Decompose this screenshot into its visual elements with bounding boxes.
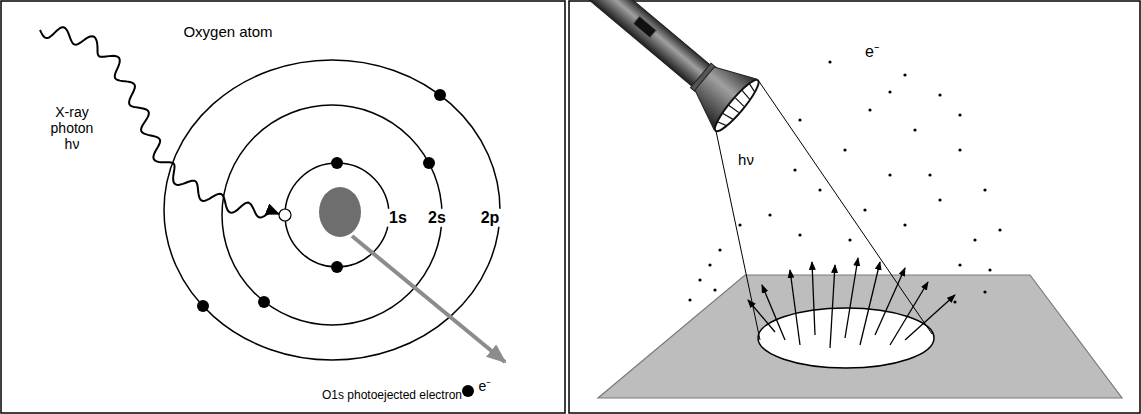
- nucleus: [319, 187, 361, 237]
- flashlight-body: [581, 0, 714, 89]
- electron-speck: [863, 208, 866, 211]
- electron-speck: [688, 298, 691, 301]
- photon-label: X-ray photon hν: [43, 104, 101, 152]
- electron-speck: [903, 223, 906, 226]
- electron-hole: [279, 209, 291, 221]
- electron-dot: [258, 296, 270, 308]
- electron-dot: [331, 261, 343, 273]
- electron-speck: [848, 238, 851, 241]
- shell-label: 2s: [426, 209, 448, 227]
- electron-speck: [958, 263, 961, 266]
- emission-arrow: [845, 258, 858, 338]
- electron-speck: [818, 188, 821, 191]
- photon-wave: [40, 27, 279, 217]
- sample-surface: [598, 275, 1122, 398]
- electron-speck: [713, 288, 716, 291]
- electron-speck: [768, 213, 771, 216]
- flashlight-switch: [633, 16, 656, 38]
- electron-speck: [793, 168, 796, 171]
- emission-arrow: [875, 268, 905, 335]
- shell-label: 1s: [387, 209, 409, 227]
- electron-dot: [462, 385, 474, 397]
- ejection-arrow: [352, 236, 505, 362]
- lens-rib: [723, 112, 733, 121]
- shell-label: 2p: [479, 209, 502, 227]
- emission-arrow: [905, 295, 955, 340]
- electron-dot: [197, 300, 209, 312]
- caption-label: O1s photoejected electron: [322, 389, 462, 403]
- lens-rib: [741, 90, 751, 99]
- electron-label: e⁻: [479, 378, 492, 394]
- photon-label: hν: [738, 151, 754, 168]
- electron-speck: [983, 290, 986, 293]
- electron-speck: [938, 198, 941, 201]
- electron-speck: [938, 93, 941, 96]
- electron-speck: [888, 90, 891, 93]
- emission-arrow: [830, 265, 835, 348]
- electron-speck: [718, 248, 721, 251]
- emission-arrow: [860, 262, 880, 345]
- electron-speck: [953, 300, 956, 303]
- electron-speck: [903, 73, 906, 76]
- electron-speck: [708, 263, 711, 266]
- electron-speck: [868, 108, 871, 111]
- emission-arrow: [790, 270, 800, 345]
- electron-speck: [888, 173, 891, 176]
- electron-speck: [998, 228, 1001, 231]
- electron-dot: [423, 157, 435, 169]
- electron-speck: [913, 128, 916, 131]
- electron-speck: [828, 60, 831, 63]
- electron-speck: [698, 278, 701, 281]
- electron-speck: [958, 148, 961, 151]
- electron-dot: [331, 157, 343, 169]
- electron-speck: [973, 238, 976, 241]
- lens-rib: [717, 119, 727, 128]
- electron-speck: [738, 223, 741, 226]
- electron-label: e⁻: [865, 43, 879, 61]
- light-cone-edge: [758, 80, 932, 334]
- electron-speck: [988, 268, 991, 271]
- electron-speck: [983, 188, 986, 191]
- electron-speck: [958, 113, 961, 116]
- lens-rib: [747, 83, 757, 92]
- shell-orbit: [222, 105, 442, 325]
- electron-dot: [434, 89, 446, 101]
- electron-speck: [798, 233, 801, 236]
- flashlight-lens: [710, 76, 763, 136]
- lens-rib: [729, 105, 739, 113]
- panel-frame: [569, 1, 1140, 413]
- electron-speck: [798, 118, 801, 121]
- panel-title: Oxygen atom: [183, 23, 272, 40]
- electron-speck: [843, 148, 846, 151]
- emission-arrow: [812, 262, 815, 335]
- panel-frame: [1, 1, 565, 413]
- emission-arrow: [762, 285, 785, 340]
- electron-speck: [928, 173, 931, 176]
- lens-rib: [735, 98, 745, 106]
- light-cone-edge: [716, 131, 760, 340]
